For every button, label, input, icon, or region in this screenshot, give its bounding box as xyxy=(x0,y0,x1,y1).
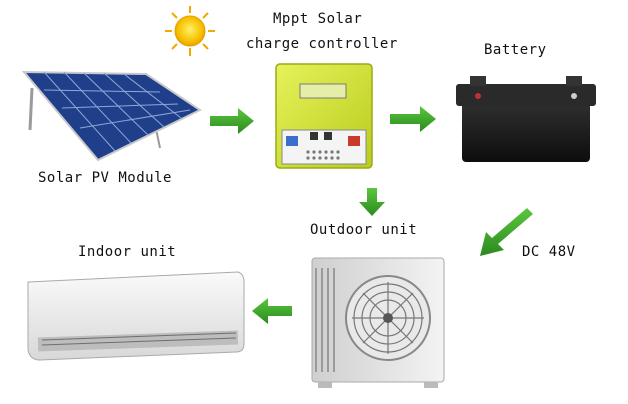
arrow-panel-to-controller xyxy=(210,108,254,134)
charge-controller-icon xyxy=(275,63,373,169)
dc-voltage-label: DC 48V xyxy=(522,244,576,260)
indoor-unit-label: Indoor unit xyxy=(78,244,177,260)
solar-panel-icon xyxy=(21,70,203,162)
arrow-battery-to-outdoor xyxy=(480,208,533,256)
sun-icon xyxy=(165,6,215,56)
battery-icon xyxy=(456,76,596,162)
outdoor-unit-label: Outdoor unit xyxy=(310,222,418,238)
arrow-controller-to-battery xyxy=(390,106,436,132)
controller-label-line2: charge controller xyxy=(246,36,398,52)
arrow-controller-to-outdoor xyxy=(359,188,385,216)
arrow-outdoor-to-indoor xyxy=(252,298,292,324)
outdoor-unit-icon xyxy=(311,257,445,388)
battery-label: Battery xyxy=(484,42,547,58)
controller-label-line1: Mppt Solar xyxy=(273,11,363,27)
indoor-unit-icon xyxy=(27,271,245,361)
solar-module-label: Solar PV Module xyxy=(38,170,172,186)
